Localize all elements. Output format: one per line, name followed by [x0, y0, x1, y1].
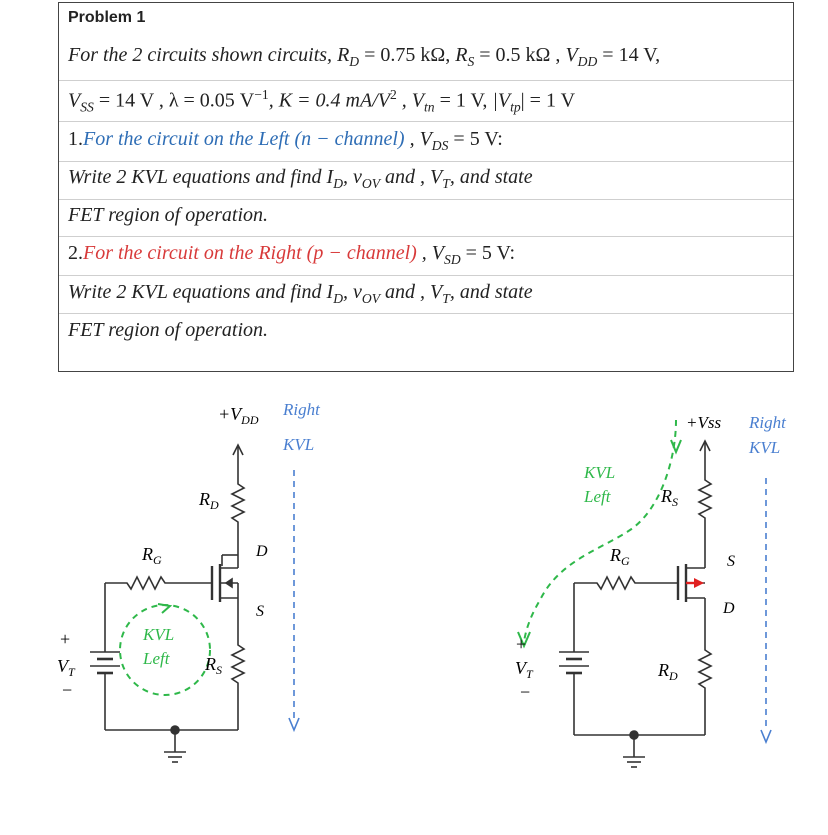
kvl-left-label-2: Left [142, 649, 171, 668]
kvl-right-label-1: Right [282, 400, 321, 419]
problem-line-7: Write 2 KVL equations and find ID, vOV a… [68, 281, 533, 306]
source-label: S [256, 603, 264, 620]
kvl-right-label-1: Right [748, 413, 787, 432]
kvl-right-label-2: KVL [282, 435, 314, 454]
kvl-left-loop-icon [523, 419, 677, 643]
kvl-right-arrow-icon [288, 717, 300, 733]
separator [59, 80, 793, 81]
separator [59, 236, 793, 237]
rg-resistor-icon [574, 575, 640, 591]
pmos-arrow-icon [694, 578, 704, 588]
vt-plus-label: + [60, 629, 70, 649]
right-circuit [559, 439, 713, 768]
kvl-right-arrow-icon [760, 729, 772, 745]
rs-resistor-icon [230, 640, 246, 730]
vss-label: +Vss [686, 413, 721, 432]
separator [59, 161, 793, 162]
vss-arrow-icon [699, 439, 711, 452]
vt-minus-label: − [520, 682, 530, 702]
separator [59, 313, 793, 314]
problem-line-1: For the 2 circuits shown circuits, RD = … [68, 44, 661, 69]
vt-label: VT [515, 658, 534, 681]
problem-line-4: Write 2 KVL equations and find ID, vOV a… [68, 166, 533, 191]
rd-label: RD [198, 489, 219, 512]
rs-label: RS [204, 654, 222, 677]
circuits-figure: +VDD RD RG RS D S + VT − KVL Left Right … [57, 400, 787, 768]
problem-line-3: 1.For the circuit on the Left (n − chann… [68, 128, 503, 153]
kvl-left-arrow-icon [517, 631, 531, 649]
rd-resistor-icon [697, 645, 713, 735]
kvl-left-label-1: KVL [142, 625, 174, 644]
kvl-left-label-2: Left [583, 487, 612, 506]
rd-label: RD [657, 660, 678, 683]
rg-label: RG [141, 544, 162, 567]
separator [59, 199, 793, 200]
problem-line-5: FET region of operation. [68, 204, 268, 226]
vt-plus-label: + [516, 634, 526, 654]
vdd-arrow-icon [232, 443, 244, 456]
separator [59, 121, 793, 122]
rg-resistor-icon [105, 575, 170, 591]
kvl-left-label-1: KVL [583, 463, 615, 482]
problem-title: Problem 1 [68, 9, 146, 26]
rg-label: RG [609, 545, 630, 568]
problem-line-2: VSS = 14 V , λ = 0.05 V−1, K = 0.4 mA/V2… [68, 87, 576, 115]
kvl-left-arrow-icon [670, 439, 682, 455]
rs-label: RS [660, 486, 678, 509]
rd-resistor-icon [230, 478, 246, 555]
kvl-right-label-2: KVL [748, 438, 780, 457]
separator [59, 275, 793, 276]
vt-label: VT [57, 656, 76, 679]
problem-line-8: FET region of operation. [68, 319, 268, 341]
nmos-arrow-icon [224, 577, 233, 589]
vt-minus-label: − [62, 680, 72, 700]
drain-label: D [255, 543, 268, 560]
problem-box [58, 2, 794, 372]
left-circuit [90, 443, 246, 763]
drain-label: D [722, 600, 735, 617]
vdd-label: +VDD [218, 404, 259, 427]
problem-line-6: 2.For the circuit on the Right (p − chan… [68, 242, 516, 267]
source-label: S [727, 553, 735, 570]
kvl-left-arrow-icon [157, 603, 173, 614]
rs-resistor-icon [697, 474, 713, 555]
